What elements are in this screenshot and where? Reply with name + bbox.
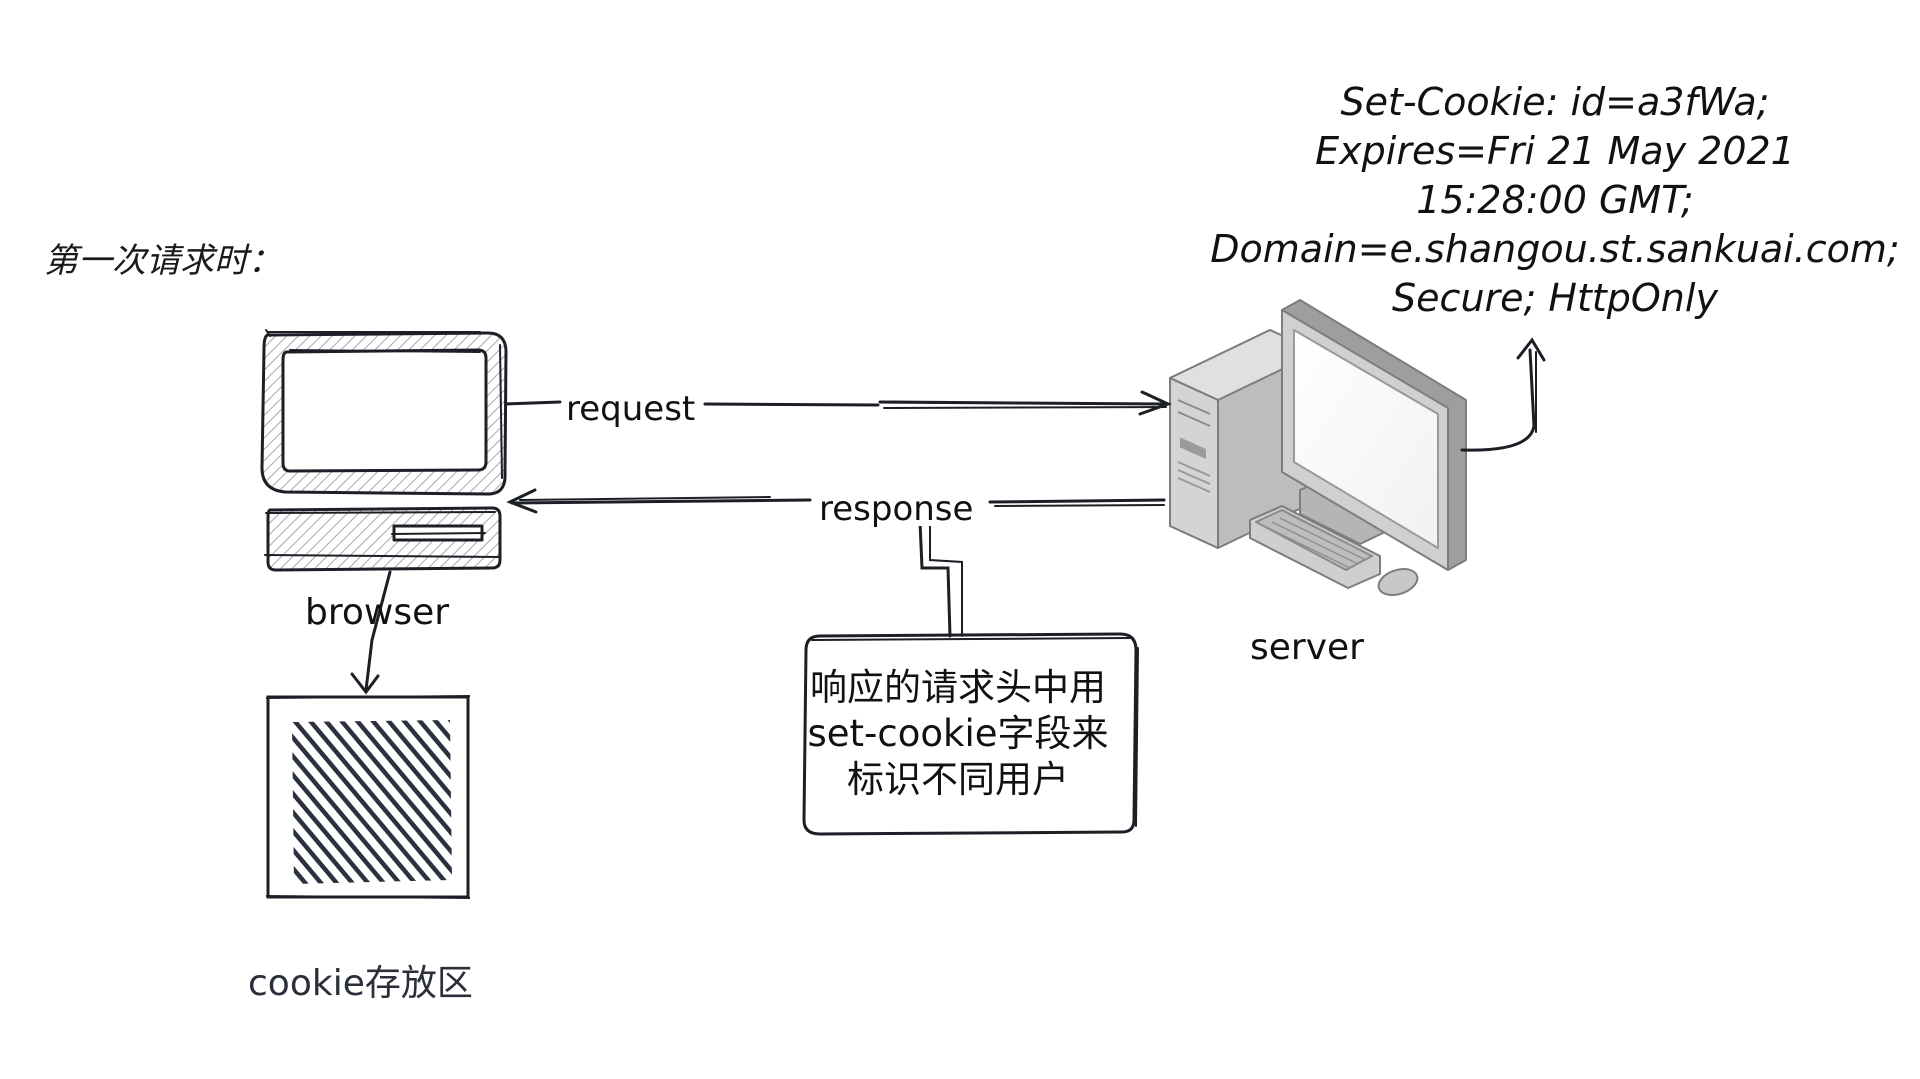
request-arrow xyxy=(504,390,1172,416)
note-text: 响应的请求头中用 set-cookie字段来 标识不同用户 xyxy=(798,665,1118,803)
server-label: server xyxy=(1250,627,1364,668)
header-line: Set-Cookie: id=a3fWa; xyxy=(1340,80,1770,124)
browser-label: browser xyxy=(305,592,450,633)
header-line: Domain=e.shangou.st.sankuai.com; xyxy=(1210,227,1900,271)
note-box xyxy=(802,632,1139,836)
diagram-heading: 第一次请求时： xyxy=(44,241,282,281)
server-computer-icon xyxy=(1169,299,1467,596)
request-label: request xyxy=(562,392,700,426)
response-label: response xyxy=(815,492,978,526)
browser-computer-icon xyxy=(260,329,508,572)
header-line: Expires=Fri 21 May 2021 xyxy=(1315,129,1795,173)
note-line: set-cookie字段来 xyxy=(807,712,1109,755)
response-arrow xyxy=(506,488,1166,514)
browser-to-store-arrow xyxy=(350,570,392,695)
note-connector xyxy=(918,520,963,638)
set-cookie-arrow xyxy=(1460,337,1546,452)
header-line: 15:28:00 GMT; xyxy=(1416,178,1694,222)
note-line: 标识不同用户 xyxy=(847,758,1069,801)
cookie-store-label: cookie存放区 xyxy=(248,963,473,1004)
note-line: 响应的请求头中用 xyxy=(810,666,1106,709)
cookie-store-box xyxy=(265,695,471,899)
header-line: Secure; HttpOnly xyxy=(1392,276,1718,320)
set-cookie-header-text: Set-Cookie: id=a3fWa; Expires=Fri 21 May… xyxy=(1210,78,1900,323)
